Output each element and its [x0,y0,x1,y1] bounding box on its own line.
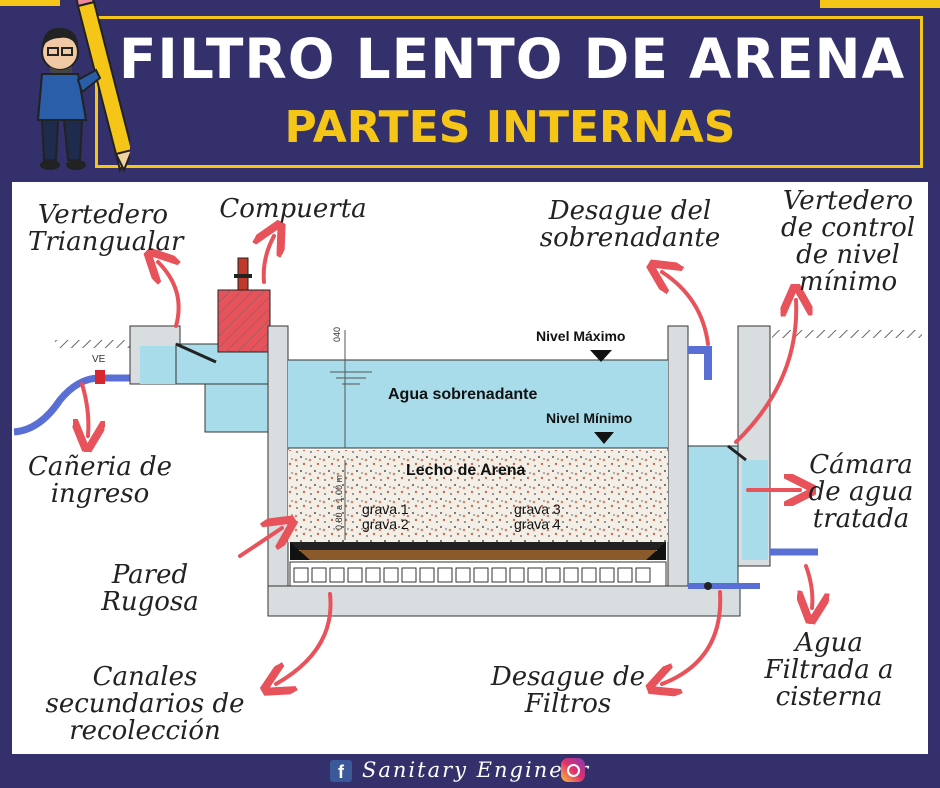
page-title: FILTRO LENTO DE ARENA [118,27,906,91]
page-subtitle: PARTES INTERNAS [284,102,736,153]
grava-2-label: grava 2 [362,516,409,532]
header-band [0,0,940,182]
nivel-minimo-label: Nivel Mínimo [546,410,633,426]
grava-3-label: grava 3 [514,501,561,517]
ve-label: VE [92,354,106,365]
corner-accent-right [820,0,940,8]
grava-1-label: grava 1 [362,501,409,517]
facebook-icon[interactable]: f [330,760,352,782]
agua-sobrenadante-label: Agua sobrenadante [388,386,538,403]
label-compuerta: Compuerta [219,194,367,224]
instagram-icon[interactable] [561,758,585,782]
grava-4-label: grava 4 [514,516,561,532]
dim-040-label: 040 [332,326,342,342]
brand-name: Sanitary Engineer [362,758,591,782]
lecho-arena-label: Lecho de Arena [406,462,526,479]
header-frame [95,16,923,168]
mascot-pencil-illustration [36,0,130,173]
valve-icon [95,370,105,384]
corner-accent-left [0,0,60,6]
nivel-maximo-label: Nivel Máximo [536,328,626,344]
dim-lecho-label: 0.80 a 1.00 m [334,474,344,530]
